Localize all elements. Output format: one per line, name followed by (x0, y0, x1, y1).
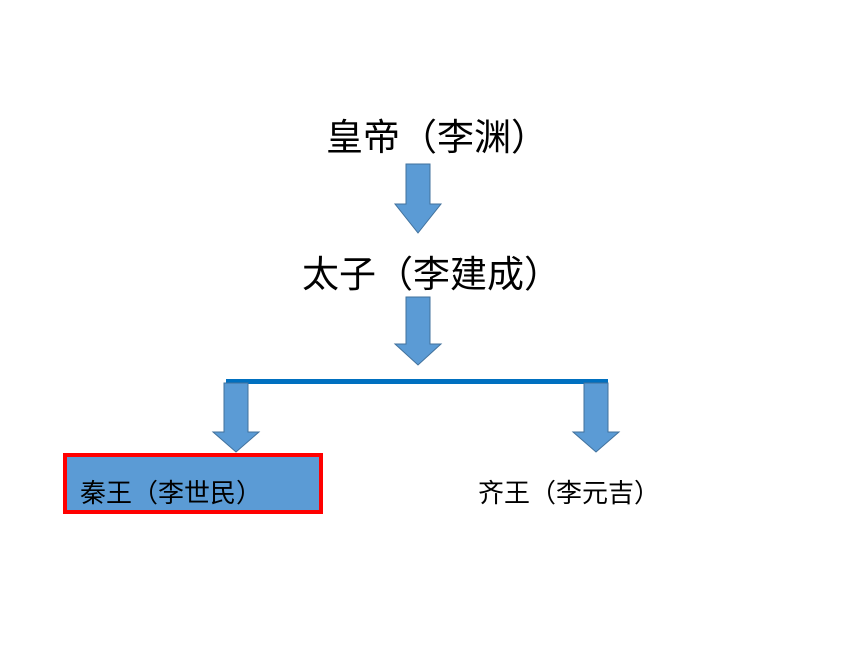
emperor-node: 皇帝（李渊） (326, 116, 548, 159)
down-arrow-icon (571, 382, 621, 453)
down-arrow-icon (393, 163, 443, 234)
crown-prince-node: 太子（李建成） (302, 253, 561, 296)
down-arrow-icon (211, 382, 261, 453)
down-arrow-icon (393, 296, 443, 366)
prince-qin-node: 秦王（李世民） (80, 479, 263, 509)
prince-qi-node: 齐王（李元吉） (478, 479, 661, 509)
highlighted-node-box (63, 453, 323, 514)
branch-connector-line (226, 379, 608, 384)
